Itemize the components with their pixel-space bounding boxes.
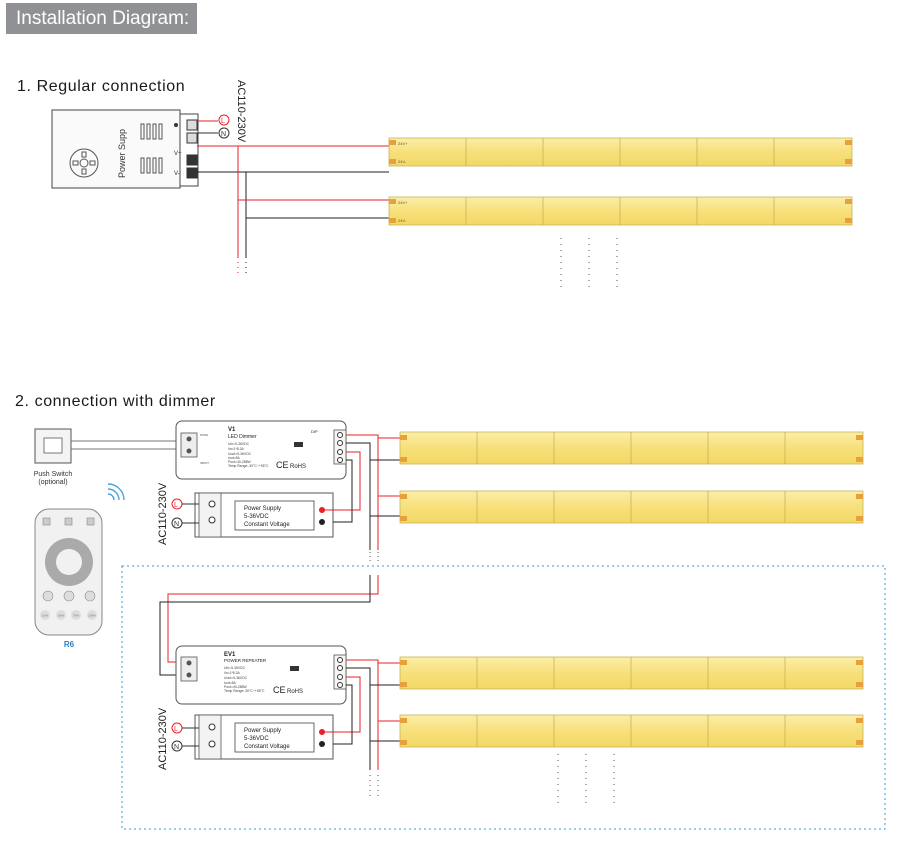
psu1-line1: Power Supply (244, 506, 281, 512)
l-label-1: L (221, 118, 225, 125)
strip-1a-pos: 24V+ (398, 141, 408, 146)
ac-input-2: L N AC110-230V (157, 482, 199, 545)
remote-left-key[interactable] (42, 590, 54, 602)
repeater-name: POWER REPEATER (224, 658, 267, 663)
repeater-spec6: Temp Range:-30°C~+55°C (224, 689, 265, 693)
psu2-line3: Constant Voltage (244, 744, 290, 750)
psu-vminus-label: V- (174, 171, 180, 177)
psu-vplus-label: V+ (174, 151, 182, 157)
dimmer-spec2: Iin=1*8.3A (228, 447, 244, 451)
n-label-1: N (221, 131, 226, 138)
remote-key-2: 50% (58, 614, 64, 618)
led-strip-1b: 24V+ 24V- (388, 196, 853, 226)
push-switch-label: Push Switch (34, 471, 73, 478)
led-strip-1a: 24V+ 24V- (388, 137, 853, 167)
repeater-model: EV1 (224, 652, 236, 658)
push-switch: Push Switch (optional) (34, 428, 73, 486)
strip-1b-neg: 24V- (398, 218, 407, 223)
ac-voltage-label-2: AC110-230V (157, 482, 169, 545)
ac-voltage-label-3: AC110-230V (157, 707, 169, 770)
remote-key-1: 10% (42, 614, 48, 618)
psu2-line2: 5-36VDC (244, 736, 269, 742)
l-label-3: L (174, 726, 178, 733)
dimmer-spec1: Uin=5-36VDC (228, 442, 250, 446)
dimmer-ce: CE (276, 460, 289, 470)
led-dimmer-v1: V1 LED Dimmer Uin=5-36VDC Iin=1*8.3A Uou… (175, 420, 347, 480)
dimmer-dip: DIP (311, 429, 318, 434)
repeater-spec2: Iin=1*8.3A (224, 671, 240, 675)
wiring-section2-top (159, 434, 400, 676)
dimmer-model: V1 (228, 427, 236, 433)
n-label-3: N (174, 744, 179, 751)
dimmer-name: LED Dimmer (228, 434, 257, 440)
dimmer-spec6: Temp Range:-30°C~+55°C (228, 464, 269, 468)
n-label-2: N (174, 521, 179, 528)
led-strip-2b (399, 490, 864, 524)
section1-diagram: Power Supp V+ V- L N AC110-230V (51, 80, 853, 288)
section2-diagram: Push Switch (optional) 10% 50% (34, 420, 886, 830)
psu-grille-icon (69, 148, 99, 178)
psu-vents (140, 123, 163, 174)
dimmer-push: PUSH (200, 433, 208, 437)
led-strip-2a (399, 431, 864, 465)
remote-model: R6 (64, 640, 75, 649)
power-supply-2: Power Supply 5-36VDC Constant Voltage (194, 714, 334, 760)
dimmer-spec5: Pout=40-288W (228, 460, 252, 464)
strip-1b-pos: 24V+ (398, 200, 408, 205)
wiring-section2-bottom (322, 659, 615, 804)
remote-key-3: 70% (73, 614, 79, 618)
repeater-spec1: Uin=5-36VDC (224, 666, 246, 670)
extension-box (121, 565, 886, 830)
wireless-signal-icon (107, 483, 125, 501)
strip-1a-neg: 24V- (398, 159, 407, 164)
ac-input-1: L N AC110-230V (197, 80, 247, 143)
wiring-section1 (197, 145, 618, 288)
ac-voltage-label-1: AC110-230V (235, 80, 247, 143)
dimmer-spec4: Iout=8A (228, 456, 241, 460)
led-strip-2c (399, 656, 864, 690)
header-banner: Installation Diagram: (6, 3, 197, 34)
remote-key-4: 100% (88, 614, 96, 618)
psu-label: Power Supp (117, 129, 127, 178)
diagram-title: Installation Diagram: (16, 8, 190, 29)
l-label-2: L (174, 502, 178, 509)
remote-power-key[interactable] (63, 590, 75, 602)
dimmer-spec3: Uout=5-36VDC (228, 452, 252, 456)
led-strip-2d (399, 714, 864, 748)
psu1-line2: 5-36VDC (244, 514, 269, 520)
section1-title: 1. Regular connection (17, 78, 186, 95)
power-supply-1: Power Supply 5-36VDC Constant Voltage (194, 492, 334, 538)
repeater-ce: CE (273, 685, 286, 695)
power-supply-unit: Power Supp V+ V- (51, 109, 199, 189)
repeater-spec3: Uout=5-36VDC (224, 676, 248, 680)
dimmer-input: INPUT (200, 461, 209, 465)
remote-controller: 10% 50% 70% 100% R6 (34, 508, 103, 649)
remote-right-key[interactable] (84, 590, 96, 602)
section2-title: 2. connection with dimmer (15, 393, 216, 410)
repeater-spec4: Iout=8A (224, 681, 237, 685)
psu2-line1: Power Supply (244, 728, 281, 734)
ac-input-3: L N AC110-230V (157, 707, 199, 770)
dimmer-rohs: RoHS (290, 464, 306, 470)
repeater-rohs: RoHS (287, 689, 303, 695)
power-repeater-ev1: EV1 POWER REPEATER Uin=5-36VDC Iin=1*8.3… (175, 645, 347, 705)
repeater-spec5: Pout=40-288W (224, 685, 248, 689)
psu1-line3: Constant Voltage (244, 522, 290, 528)
push-switch-optional: (optional) (38, 479, 67, 486)
